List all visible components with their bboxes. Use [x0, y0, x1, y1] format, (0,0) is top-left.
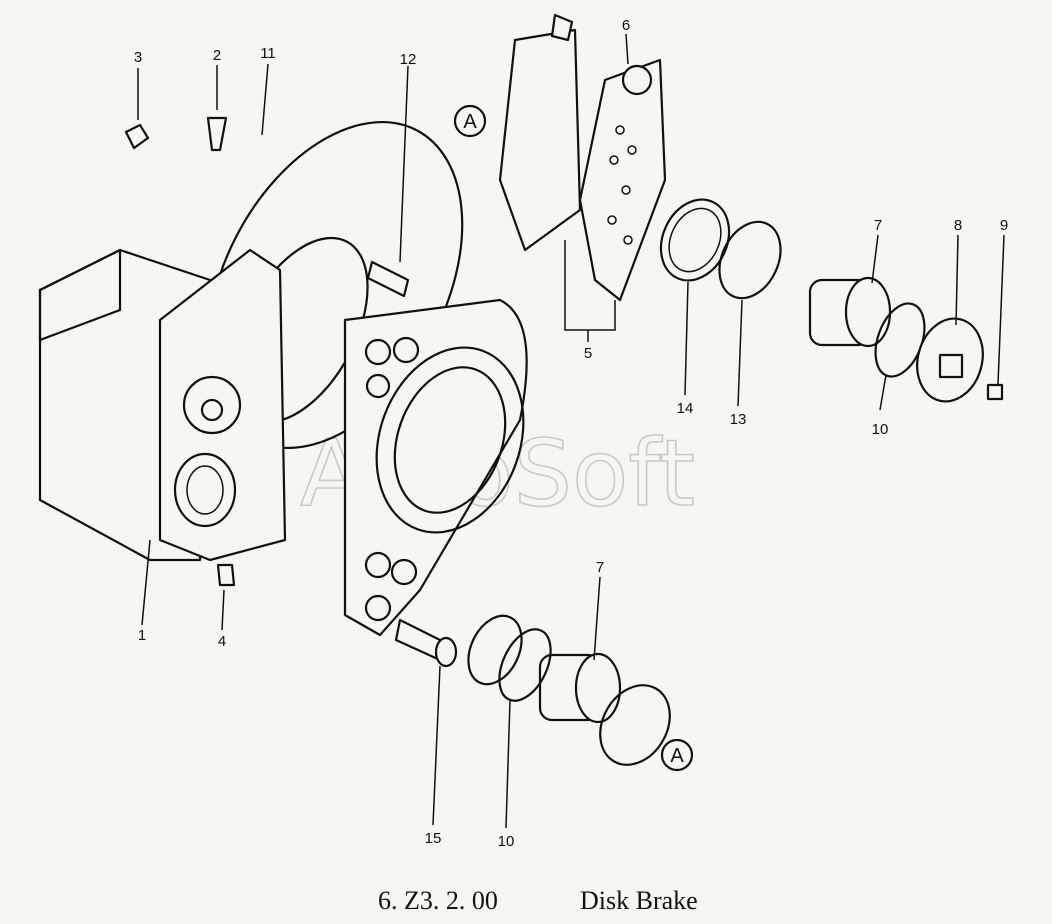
- callout-15: 15: [425, 830, 442, 847]
- dust-boot: [599, 684, 671, 766]
- caption-title: Disk Brake: [580, 886, 698, 915]
- leader-lines: [137, 33, 1005, 829]
- piston-7-upper: [808, 276, 892, 348]
- callout-14: 14: [677, 400, 694, 417]
- piston-7-lower: [538, 652, 622, 724]
- cover-8: [916, 317, 984, 403]
- o-ring-13: [718, 220, 782, 300]
- bolt-15: [394, 618, 458, 668]
- brake-pad-lining: [498, 13, 582, 252]
- callout-11: 11: [260, 45, 276, 62]
- callout-6: 6: [622, 17, 630, 34]
- grease-fitting-4: [216, 563, 236, 587]
- callout-12: 12: [400, 51, 417, 68]
- callout-labels: 1 2 3 4 5 6 7 7 8 9 10 10 11 12 13 14 15: [134, 17, 1008, 850]
- seal-ring-lower: [467, 614, 523, 686]
- callout-8: 8: [954, 217, 962, 234]
- callout-10-lower: 10: [498, 833, 515, 850]
- callout-2: 2: [213, 47, 221, 64]
- callout-3: 3: [134, 49, 142, 66]
- view-marker-a-top: A: [453, 104, 487, 138]
- callout-7-upper: 7: [874, 217, 882, 234]
- callout-1: 1: [138, 627, 146, 644]
- bolt-2: [206, 116, 228, 152]
- brake-pad-backing-plate: [578, 58, 667, 302]
- svg-text:A: A: [670, 745, 684, 767]
- callout-13: 13: [730, 411, 747, 428]
- mounting-plate: [343, 298, 528, 637]
- piston-seal-14: [659, 198, 731, 282]
- callout-9: 9: [1000, 217, 1008, 234]
- callout-5: 5: [584, 345, 592, 362]
- caption-code: 6. Z3. 2. 00: [378, 886, 498, 915]
- bleed-screw-9: [986, 383, 1004, 401]
- callout-10-upper: 10: [872, 421, 889, 438]
- nut-3: [124, 123, 150, 150]
- callout-4: 4: [218, 633, 226, 650]
- callout-7-lower: 7: [596, 559, 604, 576]
- seal-ring-10-lower: [498, 628, 552, 702]
- bolt-12: [366, 260, 410, 298]
- view-marker-a-bottom: A: [660, 738, 694, 772]
- caliper-body: [38, 248, 287, 562]
- svg-text:A: A: [463, 111, 477, 133]
